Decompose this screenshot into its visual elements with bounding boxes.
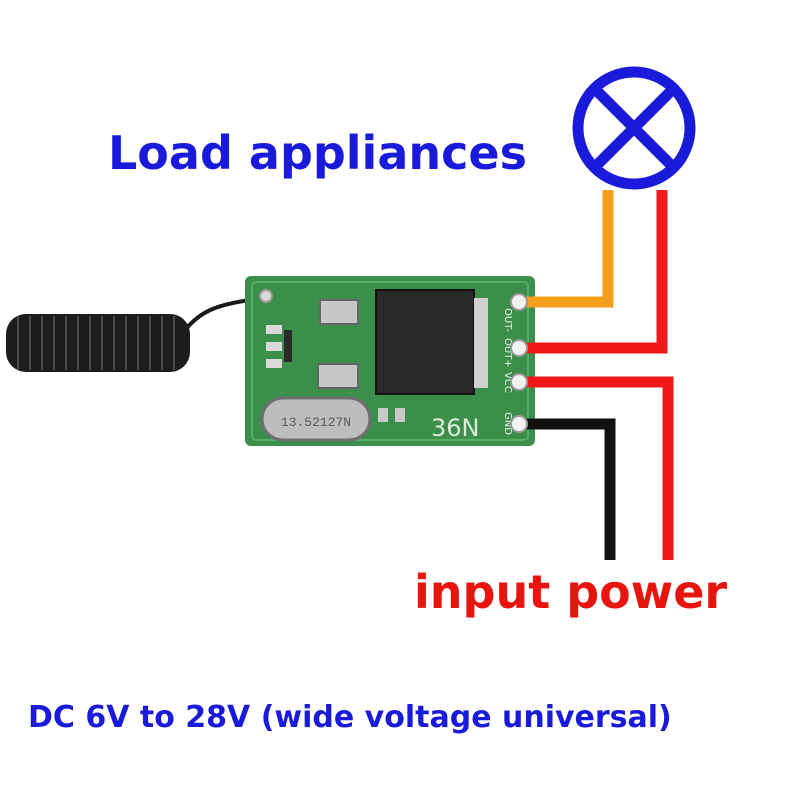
wires (520, 190, 674, 560)
receiver-pcb: 13.52127N 36N OUT- OUT+ VCC GND (245, 276, 535, 446)
wire-out-plus (520, 190, 668, 354)
pin-pads (510, 293, 528, 433)
input-power-label: input power (414, 565, 728, 619)
board-marking: 36N (431, 414, 480, 442)
spring-antenna (6, 298, 251, 372)
load-appliances-label: Load appliances (108, 126, 527, 180)
pin-label-out-minus: OUT- (502, 308, 513, 332)
pin-label-out-plus: OUT+ (502, 338, 513, 368)
wire-out-minus (520, 190, 614, 308)
wire-vcc (520, 376, 674, 560)
pin-label-vcc: VCC (502, 372, 513, 393)
pin-label-gnd: GND (502, 412, 513, 435)
voltage-spec-label: DC 6V to 28V (wide voltage universal) (28, 700, 672, 735)
wire-gnd (520, 418, 616, 560)
crystal-marking: 13.52127N (281, 415, 351, 430)
lamp-icon (572, 66, 696, 190)
